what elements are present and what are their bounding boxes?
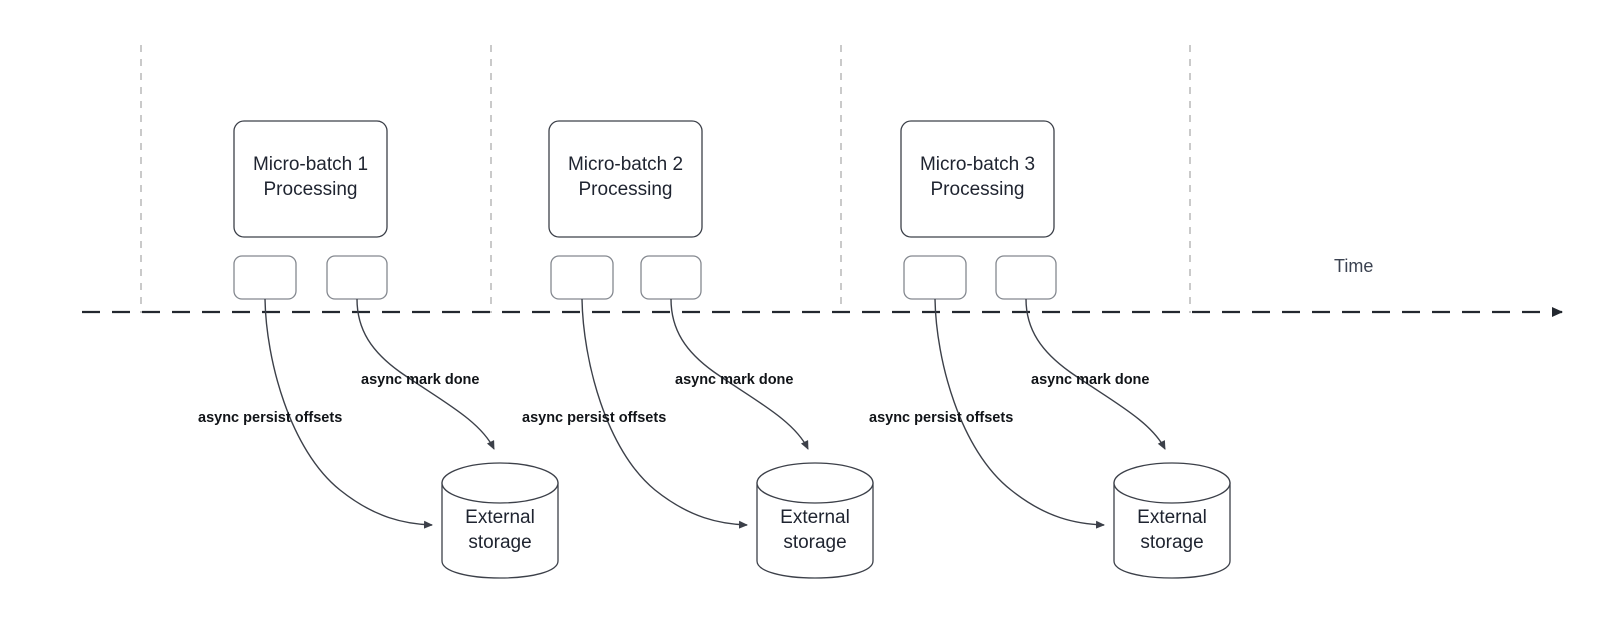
- time-axis-label: Time: [1334, 256, 1374, 276]
- async-persist-offsets-label-1: async persist offsets: [198, 410, 343, 426]
- cylinder-body: [1113, 482, 1231, 579]
- micro-batch-1-mark-done-task[interactable]: [326, 255, 388, 300]
- cylinder-top: [1113, 462, 1231, 504]
- async-persist-offsets-label-2: async persist offsets: [522, 410, 667, 426]
- micro-batch-3-mark-done-edge: [1025, 298, 1166, 450]
- micro-batch-3-external-storage[interactable]: [1113, 462, 1231, 579]
- micro-batch-2-mark-done-task[interactable]: [640, 255, 702, 300]
- micro-batch-1-persist-offsets-edge: [264, 298, 433, 529]
- batch-divider-lines: [140, 45, 1191, 313]
- micro-batch-2-persist-offsets-edge: [581, 298, 748, 529]
- cylinder-top: [756, 462, 874, 504]
- micro-batch-1-external-storage[interactable]: [441, 462, 559, 579]
- micro-batch-2-group: [548, 120, 874, 579]
- micro-batch-2-persist-offsets-task[interactable]: [550, 255, 614, 300]
- micro-batch-1-group: [233, 120, 559, 579]
- micro-batch-1-box[interactable]: [233, 120, 388, 238]
- async-mark-done-label-1: async mark done: [361, 372, 480, 388]
- micro-batch-3-box[interactable]: [900, 120, 1055, 238]
- async-mark-done-label-3: async mark done: [1031, 372, 1150, 388]
- micro-batch-1-persist-offsets-task[interactable]: [233, 255, 297, 300]
- async-mark-done-label-2: async mark done: [675, 372, 794, 388]
- async-persist-offsets-label-3: async persist offsets: [869, 410, 1014, 426]
- micro-batch-3-persist-offsets-edge: [934, 298, 1105, 529]
- micro-batch-3-group: [900, 120, 1231, 579]
- cylinder-body: [756, 482, 874, 579]
- micro-batch-2-box[interactable]: [548, 120, 703, 238]
- micro-batch-3-persist-offsets-task[interactable]: [903, 255, 967, 300]
- micro-batch-1-mark-done-edge: [356, 298, 495, 450]
- micro-batch-2-mark-done-edge: [670, 298, 809, 450]
- micro-batch-2-external-storage[interactable]: [756, 462, 874, 579]
- cylinder-body: [441, 482, 559, 579]
- micro-batch-3-mark-done-task[interactable]: [995, 255, 1057, 300]
- cylinder-top: [441, 462, 559, 504]
